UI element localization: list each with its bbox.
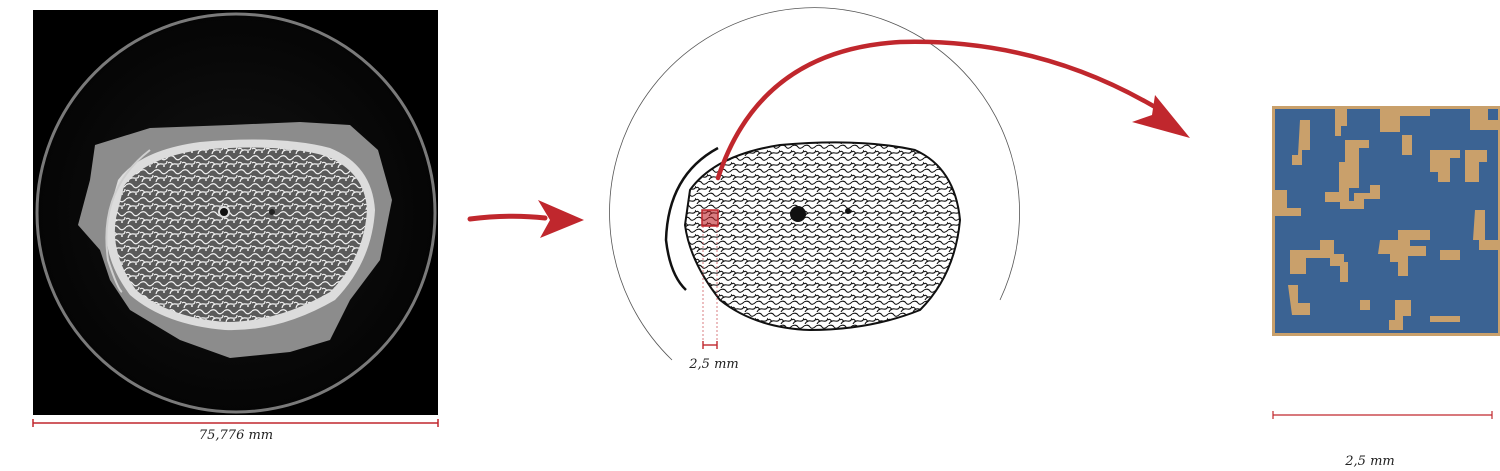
segmented-slice-image: [609, 7, 1020, 361]
roi-scale-label: 2,5 mm: [688, 357, 738, 372]
roi-scale-bar: [702, 226, 718, 349]
trabecular-bone: [114, 147, 367, 322]
segmented-bone: [683, 141, 962, 332]
arrow-right-icon: [467, 200, 584, 238]
canal-small: [269, 209, 275, 215]
outer-ring: [609, 7, 1020, 361]
bone-voxels: [1272, 106, 1500, 336]
ct-slice-image: [33, 10, 438, 415]
ct-scale-bar: [32, 419, 439, 427]
canal-seg: [790, 206, 806, 222]
patch-scale-bar: [1272, 411, 1493, 419]
ct-scale-label: 75,776 mm: [199, 428, 273, 443]
canal: [218, 206, 230, 218]
holder-arc: [105, 149, 151, 293]
canal-seg-small: [845, 208, 851, 214]
voxel-patch-image: [1272, 106, 1500, 336]
patch-scale-label: 2,5 mm: [1344, 454, 1394, 469]
curved-arrow-icon: [715, 39, 1190, 181]
holder-arc-seg: [664, 146, 719, 291]
roi-box: [701, 209, 719, 227]
